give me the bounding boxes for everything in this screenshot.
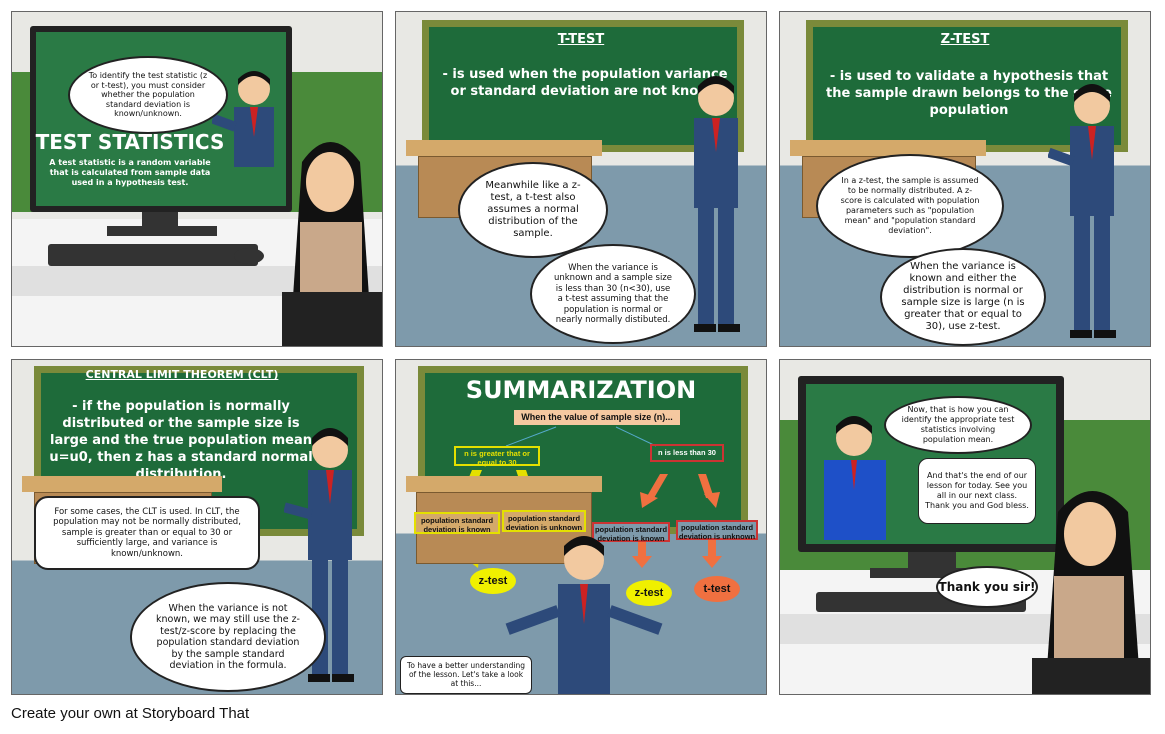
teacher-caption-box: To have a better understanding of the le…: [400, 656, 532, 694]
desk-top: [22, 476, 222, 492]
z-test-oval-2: z-test: [626, 580, 672, 606]
board-title: Z-TEST: [940, 32, 990, 47]
summary-right-branch: n is less than 30: [650, 444, 724, 462]
mouse: [234, 248, 264, 264]
teacher-speech-bubble-1: Meanwhile like a z-test, a t-test also a…: [458, 162, 608, 258]
teacher-speech-bubble-1: In a z-test, the sample is assumed to be…: [816, 154, 1004, 258]
panel-z-test: Z-TEST - is used to validate a hypothesi…: [779, 11, 1151, 347]
panel-t-test: T-TEST - is used when the population var…: [395, 11, 767, 347]
teacher-speech-bubble-2: When the variance is not known, we may s…: [130, 582, 326, 692]
monitor-stand: [908, 552, 956, 570]
z-test-oval-1: z-test: [470, 568, 516, 594]
teacher-speech-bubble-2: When the variance is unknown and a sampl…: [530, 244, 696, 344]
teacher-speech-bubble-1: Now, that is how you can identify the ap…: [884, 396, 1032, 454]
panel-closing: Now, that is how you can identify the ap…: [779, 359, 1151, 695]
monitor-base: [107, 226, 217, 236]
board-title: TEST STATISTICS: [35, 130, 225, 154]
board-text: - is used when the population variance o…: [442, 67, 728, 99]
teacher-figure: [212, 71, 274, 167]
panel-summarization: SUMMARIZATION When the value of sample s…: [395, 359, 767, 695]
monitor-base: [870, 568, 994, 578]
summary-lr: population standard deviation is unknown: [502, 510, 586, 532]
panel-clt: CENTRAL LIMIT THEOREM (CLT) - if the pop…: [11, 359, 383, 695]
summary-left-branch: n is greater that or equal to 30: [454, 446, 540, 467]
teacher-speech-bubble-1: For some cases, the CLT is used. In CLT,…: [34, 496, 260, 570]
board-text: - if the population is normally distribu…: [49, 399, 313, 482]
keyboard: [48, 244, 258, 266]
t-test-oval: t-test: [694, 576, 740, 602]
student-speech-bubble: Thank you sir!: [936, 566, 1038, 608]
teacher-speech-bubble: To identify the test statistic (z or t-t…: [68, 56, 228, 134]
summary-rl: population standard deviation is known: [592, 522, 670, 543]
teacher-on-screen: [824, 416, 886, 540]
board-text: A test statistic is a random variable th…: [49, 158, 211, 187]
chalkboard: [422, 20, 744, 152]
student-figure: [1032, 491, 1150, 694]
student-figure: [282, 142, 382, 346]
summary-root: When the value of sample size (n)...: [514, 410, 680, 425]
teacher-figure: [694, 76, 740, 332]
board-text: - is used to validate a hypothesis that …: [826, 69, 1112, 118]
panel-test-statistics: TEST STATISTICS A test statistic is a ra…: [11, 11, 383, 347]
board-title: T-TEST: [557, 32, 605, 47]
summary-ll: population standard deviation is known: [414, 512, 500, 534]
board-title: CENTRAL LIMIT THEOREM (CLT): [85, 368, 279, 381]
teacher-figure: [505, 536, 663, 694]
desk-top: [406, 476, 602, 492]
footer-credit[interactable]: Create your own at Storyboard That: [11, 705, 250, 722]
teacher-speech-bubble-2: And that's the end of our lesson for tod…: [918, 458, 1036, 524]
summary-rr: population standard deviation is unknown: [676, 520, 758, 541]
monitor-stand: [142, 212, 178, 228]
desk-top: [406, 140, 602, 156]
desk-top: [790, 140, 986, 156]
board-title: SUMMARIZATION: [465, 376, 697, 404]
teacher-figure: [1048, 84, 1116, 338]
teacher-speech-bubble-2: When the variance is known and either th…: [880, 248, 1046, 346]
